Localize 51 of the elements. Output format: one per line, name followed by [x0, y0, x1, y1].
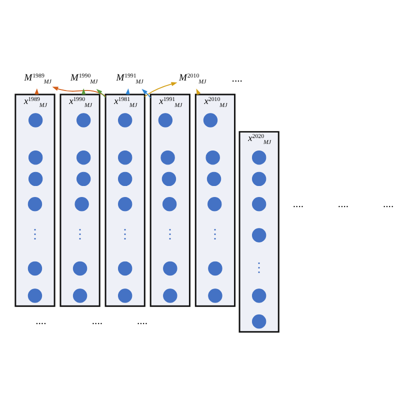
node-circle — [28, 172, 43, 186]
node-circle — [118, 197, 132, 212]
label: ⋮ — [28, 226, 42, 242]
label: .... — [338, 198, 349, 210]
node-circle — [160, 150, 175, 165]
node-circle — [74, 197, 89, 212]
node-circle — [28, 197, 42, 212]
label: ⋮ — [208, 226, 222, 242]
label: .... — [292, 198, 304, 210]
node-circle — [252, 314, 266, 329]
label: ⋮ — [74, 226, 87, 242]
node-circle — [162, 172, 176, 186]
label: .... — [136, 315, 148, 328]
node-circle — [252, 150, 266, 165]
node-circle — [208, 261, 222, 276]
node-circle — [118, 261, 132, 276]
node-circle — [206, 172, 222, 186]
node-circle — [158, 113, 173, 128]
node-circle — [28, 113, 43, 128]
label: .... — [382, 198, 394, 210]
arrow — [144, 82, 178, 98]
node-circle — [206, 150, 220, 165]
node-circle — [163, 288, 178, 303]
node-circle — [118, 288, 132, 303]
node-circle — [28, 150, 43, 165]
node-circle — [118, 172, 132, 186]
node-circle — [28, 288, 42, 303]
node-circle — [203, 113, 218, 128]
node-circle — [76, 150, 91, 165]
node-circle — [252, 288, 266, 303]
label: ⋮ — [164, 226, 177, 242]
node-circle — [208, 288, 222, 303]
node-circle — [28, 261, 42, 276]
node-circle — [72, 288, 88, 303]
node-circle — [76, 172, 91, 186]
node-circle — [252, 228, 266, 242]
node-circle — [162, 197, 177, 212]
label: ⋮ — [252, 260, 266, 275]
label: .... — [232, 72, 242, 85]
node-circle — [208, 197, 222, 212]
node-circle — [76, 113, 91, 128]
node-circle — [72, 261, 88, 276]
node-circle — [163, 261, 178, 276]
label: ⋮ — [118, 226, 132, 242]
node-circle — [118, 113, 132, 128]
arrow — [142, 88, 152, 98]
label: .... — [36, 315, 46, 328]
label: .... — [92, 315, 103, 328]
node-circle — [252, 197, 266, 212]
node-circle — [252, 172, 266, 186]
node-circle — [118, 150, 132, 165]
